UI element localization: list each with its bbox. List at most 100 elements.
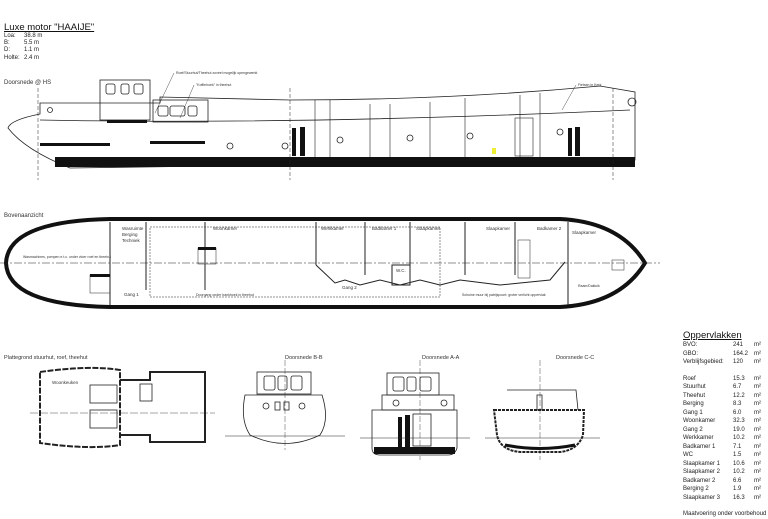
area-name: Stuurhut <box>683 384 706 390</box>
area-name: Werkkamer <box>683 435 714 441</box>
area-value: 8.3 <box>733 401 742 407</box>
area-value: 164.2 <box>733 350 749 357</box>
room-label: Woonkeuken <box>52 380 79 385</box>
area-value: 6.0 <box>733 409 742 416</box>
plan-note: Raam/Dakluik <box>578 284 600 288</box>
area-row: Stuurhut 6.7 m² <box>683 383 766 392</box>
area-name: Slaapkamer 2 <box>683 469 721 475</box>
top-view-label: Bovenaanzicht <box>4 213 44 219</box>
area-value: 15.3 <box>733 375 745 382</box>
bottom-views: Plattegrond stuurhut, roef, theehut Woon… <box>4 355 600 460</box>
room-label: Techniek <box>122 238 141 243</box>
area-name: Verblijfsgebied: <box>683 359 724 365</box>
area-value: 10.6 <box>733 460 745 467</box>
spec-row: D:1.1 m <box>4 47 40 54</box>
area-name: Slaapkamer 1 <box>683 460 721 467</box>
area-value: 6.6 <box>733 477 742 484</box>
area-value: 6.7 <box>733 384 742 390</box>
area-unit: m² <box>754 426 761 433</box>
drawing-title: Luxe motor "HAAIJE" <box>4 22 95 33</box>
plan-note: Schuine muur bij patrijspoort: groter ve… <box>462 293 546 297</box>
area-value: 16.3 <box>733 494 745 501</box>
section-aa-label: Doorsnede A-A <box>422 355 460 361</box>
room-label: Gang 1 <box>124 292 139 297</box>
area-name: Roef <box>683 375 696 382</box>
room-label: W.C. <box>396 268 406 273</box>
area-row: Slaapkamer 3 16.3 m² <box>683 494 766 503</box>
area-row: Woonkamer 32.3 m² <box>683 417 766 426</box>
area-unit: m² <box>754 435 761 441</box>
area-value: 32.3 <box>733 418 745 424</box>
area-unit: m² <box>754 342 761 348</box>
section-cc-label: Doorsnede C-C <box>556 355 594 361</box>
area-row: Theehut 12.2 m² <box>683 392 766 401</box>
plan-stuurhut-label: Plattegrond stuurhut, roef, theehut <box>4 355 88 361</box>
area-row: Roef 15.3 m² <box>683 375 766 384</box>
area-value: 120 <box>733 359 744 365</box>
area-unit: m² <box>754 359 761 365</box>
area-name: Berging <box>683 401 704 407</box>
area-unit: m² <box>754 452 761 458</box>
area-row: Berging 8.3 m² <box>683 400 766 409</box>
plan-note: Doorgang onder bankhoek in theehut <box>196 293 254 297</box>
room-label: Slaapkamer <box>572 230 597 235</box>
spec-row: Loa:38.8 m <box>4 33 43 39</box>
area-name: Gang 2 <box>683 426 703 433</box>
room-label: Slaapkamer <box>416 226 441 231</box>
top-plan-view: Bovenaanzicht Wasruimte Berging Techniek… <box>0 213 660 309</box>
area-value: 1.9 <box>733 486 742 492</box>
area-row: Gang 1 6.0 m² <box>683 409 766 418</box>
area-value: 12.2 <box>733 392 745 399</box>
area-unit: m² <box>754 392 761 399</box>
area-name: GBO: <box>683 350 699 357</box>
side-elevation: Doorsnede @ HS Roef/Stuurhut/Theehut zov… <box>4 71 637 180</box>
room-label: Badkamer 2 <box>537 226 562 231</box>
area-unit: m² <box>754 384 761 390</box>
section-bb-label: Doorsnede B-B <box>285 355 323 361</box>
area-value: 10.2 <box>733 469 745 475</box>
person-figures-icon <box>292 127 580 156</box>
area-unit: m² <box>754 494 761 501</box>
area-value: 19.0 <box>733 426 745 433</box>
area-unit: m² <box>754 418 761 424</box>
area-unit: m² <box>754 350 761 357</box>
area-value: 7.1 <box>733 443 742 450</box>
area-row: Verblijfsgebied: 120 m² <box>683 358 766 367</box>
area-name: Woonkamer <box>683 418 716 424</box>
room-label: Woonkamer <box>213 226 238 231</box>
room-label: Gang 2 <box>342 285 357 290</box>
area-name: BVO: <box>683 342 698 348</box>
area-unit: m² <box>754 375 761 382</box>
area-name: Theehut <box>683 392 706 399</box>
room-label: Werkkamer <box>321 226 344 231</box>
room-label: Wasruimte <box>122 226 144 231</box>
side-note: Fietsen in Kerk <box>578 83 602 87</box>
side-note: Roef/Stuurhut/Theehut zoveel mogelijk op… <box>176 71 257 75</box>
area-unit: m² <box>754 401 761 407</box>
area-name: Gang 1 <box>683 409 703 416</box>
area-unit: m² <box>754 477 761 484</box>
areas-footnote: Maatvoering onder voorbehoud <box>683 511 767 517</box>
area-row: GBO: 164.2 m² <box>683 350 766 359</box>
person-figures-icon <box>398 415 410 447</box>
area-name: Slaapkamer 3 <box>683 494 721 501</box>
spec-row: Holte:2.4 m <box>4 54 40 61</box>
plan-note: Wasmachines, pompen e.t.c. onder vloer r… <box>23 255 111 259</box>
areas-heading: Oppervlakken <box>683 330 742 341</box>
side-note: "Koffiehoek" in theehut <box>196 83 231 87</box>
specs-list: Loa:38.8 m B:5.5 m D:1.1 m Holte:2.4 m <box>4 33 42 62</box>
area-unit: m² <box>754 409 761 416</box>
room-label: Slaapkamer <box>486 226 511 231</box>
area-row: Gang 2 19.0 m² <box>683 426 766 435</box>
room-label: Berging <box>122 232 138 237</box>
area-name: Berging 2 <box>683 486 709 492</box>
area-value: 1.5 <box>733 452 742 458</box>
